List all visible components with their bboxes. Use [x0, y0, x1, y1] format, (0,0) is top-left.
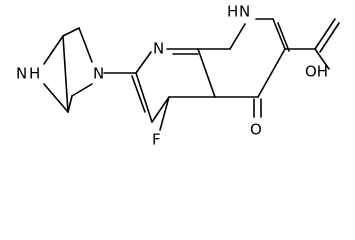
- bond: [135, 51, 152, 74]
- atom-labels: N H N N N H F O OH: [16, 3, 328, 149]
- bond: [229, 23, 246, 50]
- bond: [135, 72, 153, 123]
- bond: [151, 96, 170, 123]
- bond: [67, 95, 73, 113]
- bridge-nh-label: N: [16, 65, 27, 83]
- fluorine-label: F: [152, 131, 161, 149]
- bond: [62, 35, 69, 113]
- bridge-h-label: H: [29, 65, 40, 83]
- bond: [197, 48, 216, 98]
- bond: [43, 35, 64, 65]
- bond: [257, 48, 286, 98]
- chemical-structure-diagram: N H N N N H F O OH: [16, 3, 340, 149]
- bond: [43, 83, 69, 113]
- nh-h-label: H: [227, 3, 238, 21]
- bond: [319, 22, 340, 53]
- bond: [272, 18, 286, 50]
- ring-n-label: N: [93, 65, 104, 83]
- bond: [62, 27, 80, 37]
- bond: [314, 48, 330, 70]
- bond: [159, 96, 170, 131]
- bond: [71, 83, 93, 97]
- nh-n-label: N: [239, 3, 250, 21]
- bond: [277, 22, 290, 52]
- pyridine-n-label: N: [153, 40, 164, 58]
- ketone-oxygen-label: O: [250, 121, 262, 139]
- bond: [131, 75, 146, 113]
- bond-lines: [43, 18, 340, 131]
- bond: [78, 27, 93, 63]
- hydroxyl-label: OH: [305, 63, 328, 81]
- bond: [314, 18, 336, 50]
